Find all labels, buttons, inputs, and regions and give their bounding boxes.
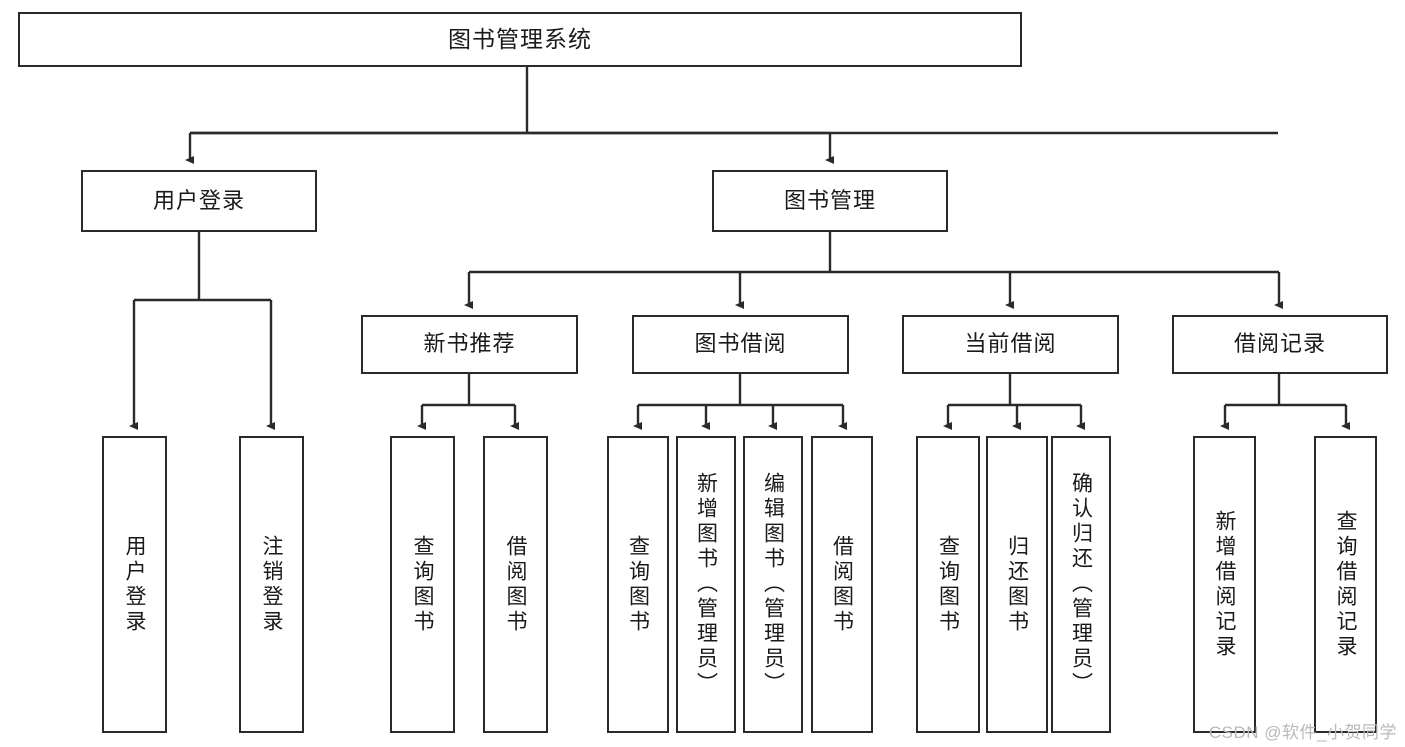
leaf-user-login-logout[interactable]: 注销登录 [239,436,304,733]
node-label: 查询借阅记录 [1334,509,1358,660]
leaf-book-borrow-borrow[interactable]: 借阅图书 [811,436,873,733]
node-label: 确认归还（管理员） [1069,472,1093,697]
leaf-borrow-record-add[interactable]: 新增借阅记录 [1193,436,1256,733]
node-label: 图书管理 [783,187,876,213]
node-current-borrow[interactable]: 当前借阅 [902,315,1119,374]
leaf-current-borrow-return[interactable]: 归还图书 [986,436,1048,733]
node-label: 新书推荐 [423,331,516,357]
node-root-system[interactable]: 图书管理系统 [18,12,1022,67]
node-label: 借阅记录 [1233,331,1326,357]
node-label: 新增图书（管理员） [694,472,718,697]
node-label: 注销登录 [260,534,284,635]
csdn-watermark: CSDN @软件_小贺同学 [1208,723,1397,742]
node-label: 编辑图书（管理员） [761,472,785,697]
leaf-new-book-query[interactable]: 查询图书 [390,436,455,733]
node-label: 借阅图书 [830,534,854,635]
node-book-management[interactable]: 图书管理 [712,170,948,232]
leaf-current-borrow-confirm-return[interactable]: 确认归还（管理员） [1051,436,1111,733]
leaf-book-borrow-edit[interactable]: 编辑图书（管理员） [743,436,803,733]
leaf-book-borrow-query[interactable]: 查询图书 [607,436,669,733]
node-label: 归还图书 [1005,534,1029,635]
node-label: 图书管理系统 [448,25,592,52]
leaf-user-login-login[interactable]: 用户登录 [102,436,167,733]
node-label: 查询图书 [626,534,650,635]
node-label: 查询图书 [411,534,435,635]
node-borrow-record[interactable]: 借阅记录 [1172,315,1388,374]
node-new-book-recommend[interactable]: 新书推荐 [361,315,578,374]
node-label: 查询图书 [936,534,960,635]
node-label: 用户登录 [152,187,245,213]
node-user-login[interactable]: 用户登录 [81,170,317,232]
leaf-new-book-borrow[interactable]: 借阅图书 [483,436,548,733]
node-label: 当前借阅 [964,331,1057,357]
node-label: 图书借阅 [694,331,787,357]
leaf-current-borrow-query[interactable]: 查询图书 [916,436,980,733]
node-book-borrow[interactable]: 图书借阅 [632,315,849,374]
leaf-borrow-record-query[interactable]: 查询借阅记录 [1314,436,1377,733]
node-label: 用户登录 [123,534,147,635]
node-label: 借阅图书 [504,534,528,635]
leaf-book-borrow-add[interactable]: 新增图书（管理员） [676,436,736,733]
node-label: 新增借阅记录 [1213,509,1237,660]
